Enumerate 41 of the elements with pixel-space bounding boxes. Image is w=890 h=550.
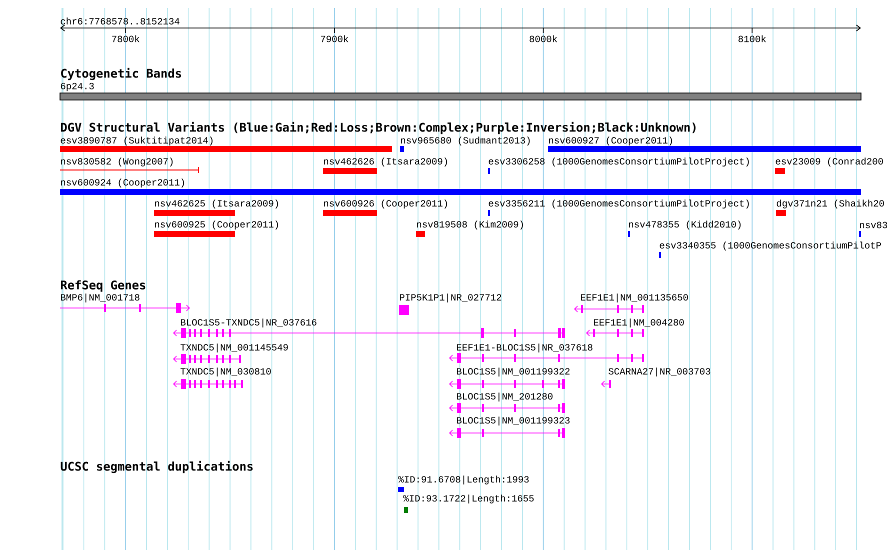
track-title: Cytogenetic Bands — [61, 68, 182, 80]
feature-label: esv3890787 (Suktitipat2014) — [60, 136, 213, 146]
feature-label: nsv462625 (Itsara2009) — [155, 200, 278, 208]
gene-label: PIP5K1P1|NR_027712 — [400, 294, 502, 302]
location-label: chr6:7768578..8152134 — [60, 18, 180, 24]
gene-label: SCARNA27|NR_003703 — [608, 368, 710, 376]
feature-label: nsv600926 (Cooper2011) — [324, 200, 448, 208]
tick-label: 8100k — [738, 35, 766, 42]
feature-label: dgv371n21 (Shaikh20 — [776, 200, 884, 208]
feature-label: nsv83 — [860, 222, 888, 228]
track-title: DGV Structural Variants (Blue:Gain;Red:Loss;Brown:Complex;Purple:Inversion;Black:Unknown) — [61, 122, 696, 134]
gene-label: TXNDC5|NM_030810 — [180, 368, 271, 376]
feature-label: esv3306258 (1000GenomesConsortiumPilotProject) — [488, 158, 749, 166]
feature-label: nsv478355 (Kidd2010) — [629, 220, 741, 230]
track-title: UCSC segmental duplications — [60, 460, 253, 474]
feature-label: esv23009 (Conrad200 — [776, 158, 883, 166]
gene-label: BLOC1S5-TXNDC5|NR_037616 — [180, 318, 316, 328]
tick-label: 7800k — [112, 35, 140, 42]
feature-label: nsv819508 (Kim2009) — [417, 220, 523, 230]
gene-label: BLOC1S5|NM_201280 — [456, 392, 553, 402]
gene-label: BLOC1S5|NM_001199323 — [456, 416, 570, 426]
feature-label: nsv462626 (Itsara2009) — [324, 158, 448, 166]
feature-label: nsv600924 (Cooper2011) — [61, 178, 184, 188]
feature-label: esv3356211 (1000GenomesConsortiumPilotProject) — [488, 200, 749, 208]
feature-label: nsv600925 (Cooper2011) — [155, 220, 278, 230]
feature-label: nsv830582 (Wong2007) — [61, 158, 173, 166]
feature-label: esv3340355 (1000GenomesConsortiumPilotP — [660, 242, 881, 250]
gene-label: EEF1E1|NM_001135650 — [580, 294, 688, 302]
tick-label: 8000k — [530, 35, 558, 42]
gene-label: EEF1E1-BLOC1S5|NR_037618 — [456, 344, 592, 352]
track-title: RefSeq Genes — [60, 280, 146, 292]
band-label: 6p24.3 — [60, 82, 94, 92]
gene-label: BMP6|NM_001718 — [60, 294, 140, 302]
gene-label: TXNDC5|NM_001145549 — [180, 344, 288, 352]
feature-label: %ID:91.6708|Length:1993 — [398, 476, 529, 484]
feature-label: nsv600927 (Cooper2011) — [549, 136, 672, 146]
feature-label: nsv965680 (Sudmant2013) — [401, 136, 530, 146]
tick-label: 7900k — [320, 35, 348, 42]
gene-label: EEF1E1|NM_004280 — [594, 318, 684, 328]
feature-label: %ID:93.1722|Length:1655 — [403, 494, 534, 504]
gene-label: BLOC1S5|NM_001199322 — [456, 368, 570, 376]
